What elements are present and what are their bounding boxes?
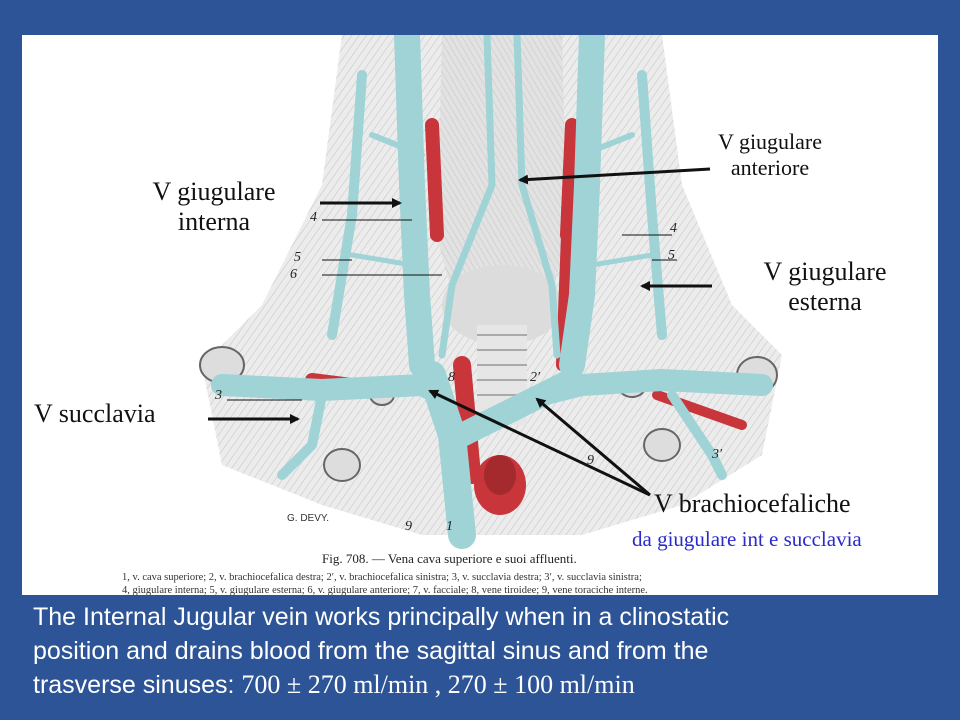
description-line: trasverse sinuses: 700 ± 270 ml/min , 27… [33, 668, 933, 702]
description-line: position and drains blood from the sagit… [33, 637, 709, 665]
label-line: interna [177, 207, 251, 236]
figure-number: 5 [294, 250, 301, 265]
figure-number: 1 [446, 519, 453, 534]
label-line: esterna [788, 287, 862, 316]
label-giugulare-esterna: V giugulare esterna [740, 257, 910, 317]
label-brachio-note: da giugulare int e succlavia [632, 527, 862, 551]
label-line: V giugulare [717, 129, 823, 154]
artist-signature: G. DEVY. [287, 513, 330, 524]
label-line: V giugulare [152, 177, 276, 206]
anatomy-figure: 4 5 6 4 5 3 8 2′ 9 3′ 9 1 G. DEVY. Fig. … [22, 35, 938, 595]
figure-number: 4 [670, 221, 677, 236]
figure-number: 4 [310, 210, 317, 225]
label-giugulare-anteriore: V giugulare anteriore [690, 129, 850, 181]
flow-values: 700 ± 270 ml/min , 270 ± 100 ml/min [241, 670, 635, 699]
figure-caption-legend: 1, v. cava superiore; 2, v. brachiocefal… [122, 571, 922, 595]
thyroid [442, 265, 562, 345]
label-line: anteriore [730, 155, 810, 180]
label-line: V giugulare [763, 257, 887, 286]
legend-line: 4, giugulare interna; 5, v. giugulare es… [122, 585, 648, 595]
figure-number: 6 [290, 267, 297, 282]
figure-number: 2′ [530, 370, 541, 385]
figure-number: 3 [215, 388, 222, 403]
description-line-start: trasverse sinuses: [33, 671, 242, 699]
label-giugulare-interna: V giugulare interna [134, 177, 294, 237]
label-brachiocefaliche: V brachiocefaliche [654, 489, 851, 518]
figure-number: 3′ [712, 447, 723, 462]
figure-number: 8 [448, 370, 455, 385]
label-succlavia: V succlavia [34, 399, 156, 428]
legend-line: 1, v. cava superiore; 2, v. brachiocefal… [122, 572, 642, 583]
figure-number: 9 [405, 519, 412, 534]
description-line: The Internal Jugular vein works principa… [33, 603, 730, 631]
figure-number: 5 [668, 248, 675, 263]
figure-caption-title: Fig. 708. — Vena cava superiore e suoi a… [322, 551, 577, 566]
description-text: The Internal Jugular vein works principa… [33, 600, 933, 702]
figure-number: 9 [587, 453, 594, 468]
